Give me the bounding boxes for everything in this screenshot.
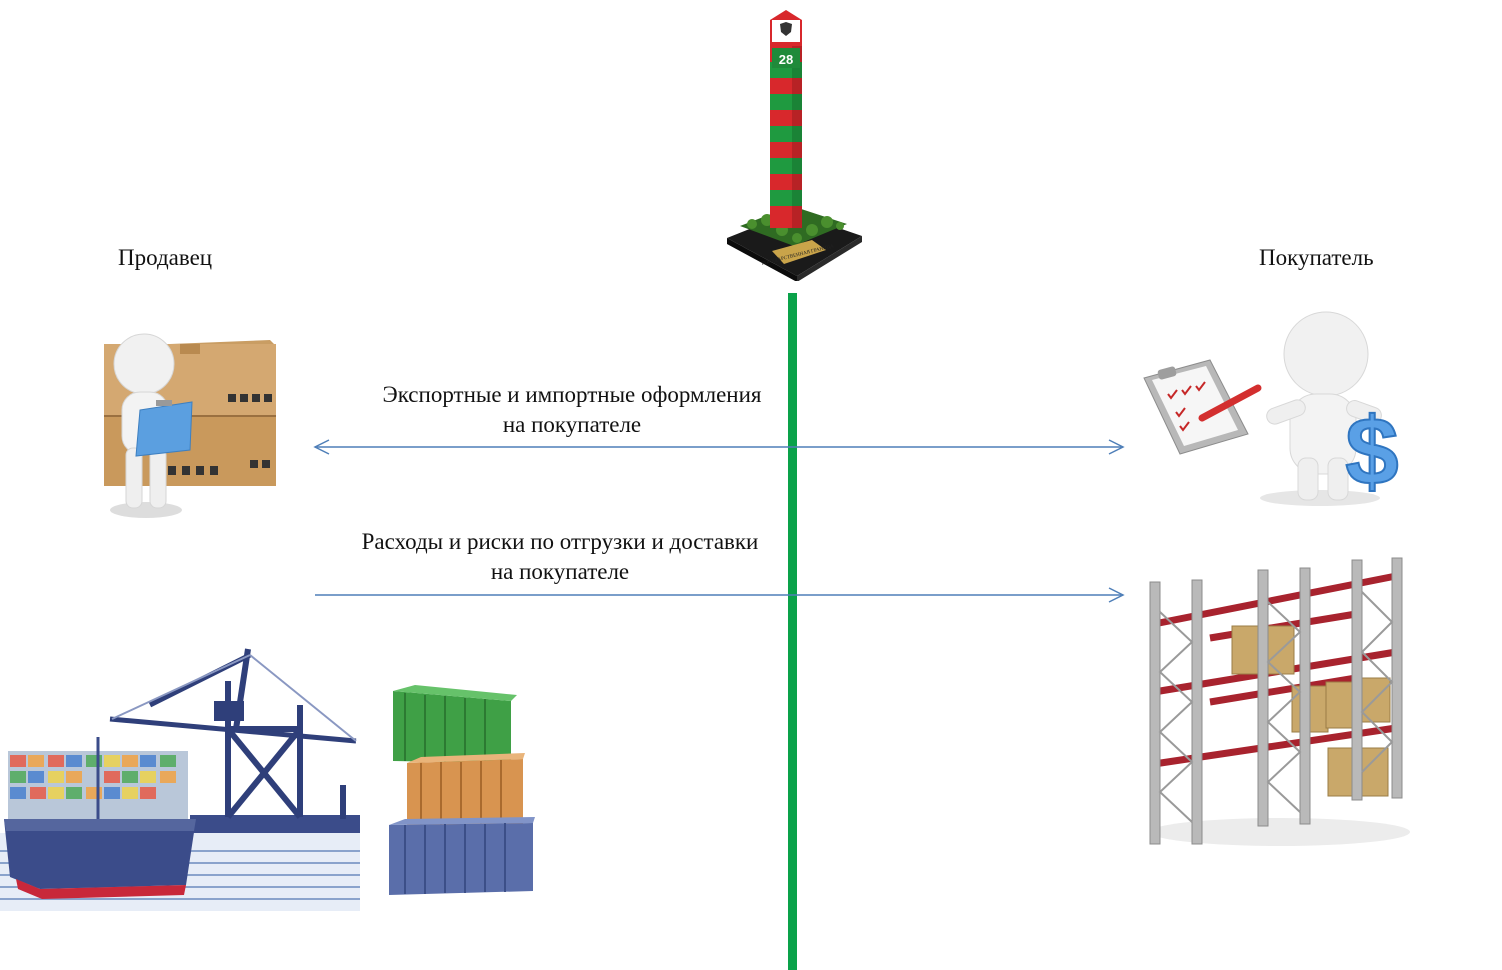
flow-1-line2: на покупателе	[502, 412, 642, 437]
border-post-icon: ГОСУДАРСТВЕННАЯ ГРАНИЦА 28	[722, 6, 867, 281]
flow-2-caption: Расходы и риски по отгрузки и доставки н…	[340, 527, 780, 587]
cargo-ship-crane-icon	[0, 645, 362, 913]
svg-text:$: $	[1345, 398, 1398, 505]
buyer-label: Покупатель	[1259, 245, 1374, 270]
post-number: 28	[779, 52, 793, 67]
flow-2-arrowhead-right	[1108, 587, 1125, 603]
shipping-containers-icon	[385, 683, 540, 898]
person-with-boxes-icon	[100, 330, 280, 525]
border-line	[788, 293, 797, 970]
seller-label: Продавец	[118, 245, 213, 270]
flow-1-line1: Экспортные и импортные оформления	[382, 382, 762, 407]
person-with-checklist-dollar-icon: $	[1140, 308, 1410, 508]
warehouse-racks-icon	[1140, 552, 1410, 852]
flow-2-line1: Расходы и риски по отгрузки и доставки	[361, 529, 759, 554]
flow-2-line2: на покупателе	[490, 559, 630, 584]
flow-1-caption: Экспортные и импортные оформления на пок…	[362, 380, 782, 440]
flow-1-arrowhead-left	[313, 439, 330, 455]
flow-1-arrowhead-right	[1108, 439, 1125, 455]
